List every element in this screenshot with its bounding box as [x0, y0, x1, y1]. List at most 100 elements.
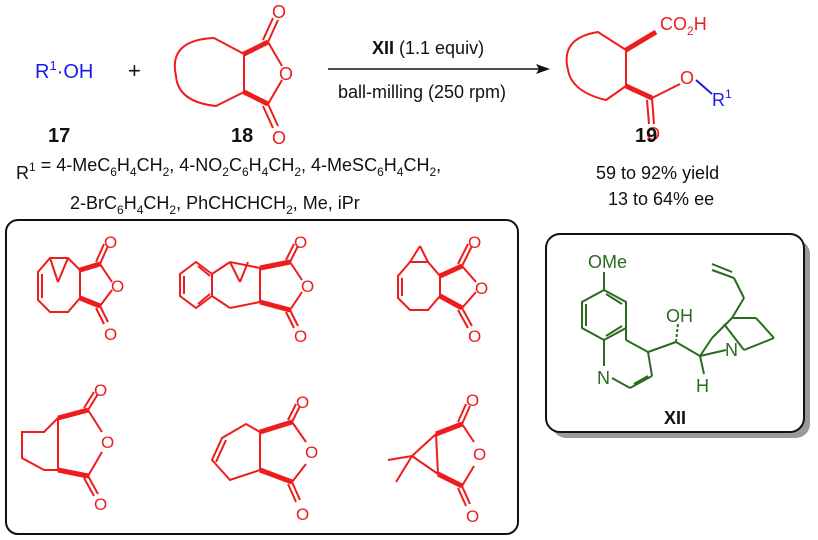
- product-ester-o: O: [680, 68, 694, 88]
- sub5-o-top: O: [296, 393, 309, 412]
- subst-segment: , 4-MeSC: [301, 155, 377, 175]
- subst-segment: , 4-NO: [169, 155, 222, 175]
- compound-number-18: 18: [231, 125, 253, 147]
- reaction-arrow: [328, 64, 550, 74]
- product-acid-h: H: [694, 14, 707, 34]
- subst-segment: CH: [143, 193, 169, 213]
- catalyst-n-quinoline: N: [597, 368, 610, 388]
- sub1-o-bottom: O: [104, 325, 117, 344]
- sub4-o-ring: O: [101, 433, 114, 452]
- alcohol-dot: ·: [57, 61, 64, 83]
- anhydride-o-top: O: [272, 2, 286, 22]
- product-r: R1: [712, 87, 732, 110]
- sub6-o-top: O: [466, 391, 479, 410]
- sub5-o-bottom: O: [296, 505, 309, 524]
- subst-segment: CH: [137, 155, 163, 175]
- sub1-o-ring: O: [111, 277, 124, 296]
- subst-segment: H: [124, 193, 137, 213]
- sub1-o-top: O: [104, 233, 117, 252]
- substrate-norbornene-anhydride-2: [397, 243, 477, 329]
- subst-segment: 4: [137, 203, 144, 217]
- subst-segment: 2: [429, 165, 436, 179]
- catalyst-box: [545, 233, 805, 433]
- product-acid-sub: 2: [687, 24, 694, 38]
- svg-text:R1·OH: R1·OH: [35, 58, 93, 83]
- sub4-o-bottom: O: [94, 495, 107, 514]
- yield-range: 59 to 92% yield: [596, 163, 719, 183]
- subst-segment: 4: [262, 165, 269, 179]
- product-ester-bond: [695, 79, 713, 95]
- compound-number-17: 17: [48, 125, 70, 147]
- subst-segment: CH: [268, 155, 294, 175]
- arrow-catalyst-amount: (1.1 equiv): [394, 38, 484, 58]
- substrate-cyclohexane-anhydride: [21, 391, 103, 497]
- arrow-catalyst: XII (1.1 equiv): [372, 38, 484, 58]
- subst-segment: CH: [403, 155, 429, 175]
- subst-segment: 6: [110, 165, 117, 179]
- alcohol-r: R: [35, 61, 49, 83]
- product-acid-co: CO: [660, 14, 687, 34]
- alcohol-r-sup: 1: [49, 58, 56, 73]
- subst-segment: H: [117, 155, 130, 175]
- substrate-norbornene-anhydride: [37, 243, 113, 325]
- sub2-o-top: O: [294, 233, 307, 252]
- substituents-line1: R1 = 4-MeC6H4CH2, 4-NO2C6H4CH2, 4-MeSC6H…: [16, 155, 441, 183]
- arrow-catalyst-name: XII: [372, 38, 394, 58]
- sub2-o-ring: O: [301, 277, 314, 296]
- subst-segment: 2: [286, 203, 293, 217]
- substrate-oxygen-labels: O O O O O O O O O O O O O O O O O O: [94, 233, 488, 526]
- subst-segment: , PhCHCHCH: [176, 193, 286, 213]
- sub3-o-ring: O: [475, 279, 488, 298]
- subst-segment: 6: [242, 165, 249, 179]
- substrate-cyclopropane-anhydride: [387, 403, 475, 507]
- anhydride-o-ring: O: [279, 64, 293, 84]
- sub3-o-top: O: [468, 233, 481, 252]
- catalyst-structure: [581, 263, 775, 389]
- catalyst-n-quinuclidine: N: [725, 340, 738, 360]
- alcohol-oh: OH: [63, 61, 93, 83]
- subst-segment: 6: [377, 165, 384, 179]
- product-carbonyl-o: O: [646, 124, 660, 144]
- subst-prefix-sup: 1: [29, 160, 36, 174]
- sub3-o-bottom: O: [468, 327, 481, 346]
- substrate-cyclohexene-anhydride: [210, 403, 307, 503]
- sub5-o-ring: O: [305, 443, 318, 462]
- plus-sign: +: [128, 58, 141, 83]
- subst-segment: ,: [436, 155, 441, 175]
- catalyst-name: XII: [664, 408, 686, 428]
- sub6-o-bottom: O: [466, 507, 479, 526]
- anhydride-o-bottom: O: [272, 128, 286, 148]
- compound-number-19: 19: [635, 125, 657, 147]
- subst-segment: H: [384, 155, 397, 175]
- substrate-benzo-bicyclic-anhydride: [179, 243, 303, 329]
- catalyst-ome: OMe: [588, 252, 627, 272]
- subst-segment: 4: [397, 165, 404, 179]
- subst-segment: = 4-MeC: [36, 155, 111, 175]
- subst-segment: H: [249, 155, 262, 175]
- product-structure: [565, 29, 681, 125]
- sub6-o-ring: O: [473, 445, 486, 464]
- subst-segment: 2: [222, 165, 229, 179]
- sub4-o-top: O: [94, 381, 107, 400]
- arrow-conditions: ball-milling (250 rpm): [338, 82, 506, 102]
- substituents-line2: 2-BrC6H4CH2, PhCHCHCH2, Me, iPr: [70, 193, 360, 217]
- subst-segment: 2: [169, 203, 176, 217]
- product-r-letter: R: [712, 90, 725, 110]
- anhydride-structure: [173, 17, 283, 129]
- subst-segment: 6: [117, 203, 124, 217]
- ee-range: 13 to 64% ee: [608, 189, 714, 209]
- alcohol-reactant: R1·OH: [35, 58, 93, 83]
- product-acid: CO2H: [660, 14, 707, 38]
- subst-prefix: R: [16, 163, 29, 183]
- product-r-sup: 1: [725, 87, 732, 101]
- catalyst-oh: OH: [666, 306, 693, 326]
- substrate-scope-box: [5, 219, 519, 535]
- subst-segment: 2: [294, 165, 301, 179]
- subst-segment: , Me, iPr: [293, 193, 360, 213]
- subst-segment: 4: [130, 165, 137, 179]
- subst-segment: 2: [163, 165, 170, 179]
- subst-segment: 2-BrC: [70, 193, 117, 213]
- subst-segment: C: [229, 155, 242, 175]
- sub2-o-bottom: O: [294, 327, 307, 346]
